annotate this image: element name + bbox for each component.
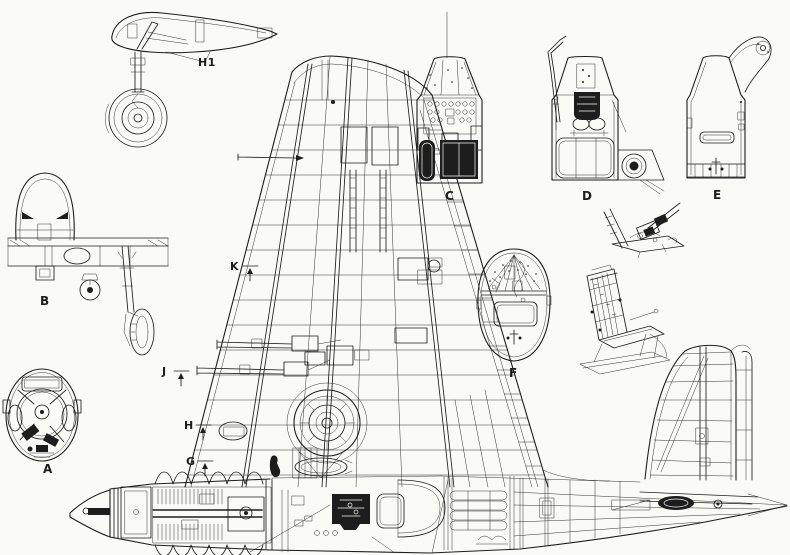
- fuselage-section-e-drawing: [686, 36, 772, 179]
- caption-b: B: [40, 294, 50, 308]
- tail-fin-drawing: [644, 344, 753, 481]
- fuselage-side-view-drawing: [69, 471, 788, 555]
- wing-section-h1-drawing: [105, 11, 278, 148]
- fuselage-section-d-drawing: [547, 35, 665, 195]
- caption-f: F: [509, 366, 518, 380]
- caption-a: A: [43, 462, 53, 476]
- station-marker-glyphs: [173, 265, 259, 477]
- station-marker-h: H: [184, 419, 194, 432]
- caption-h1: H1: [198, 56, 216, 69]
- fuselage-section-b-drawing: [7, 172, 169, 356]
- turret-section-f-drawing: [476, 248, 552, 362]
- pilot-seat-detail-drawing: [579, 264, 671, 375]
- gun-mount-detail-drawing: [603, 202, 685, 259]
- cockpit-section-c-drawing: [416, 11, 483, 184]
- caption-d: D: [582, 189, 593, 203]
- caption-c: C: [445, 189, 455, 203]
- caption-e: E: [713, 188, 722, 202]
- station-marker-j: J: [162, 365, 167, 378]
- engine-bay-section-a-drawing: [2, 368, 82, 462]
- station-marker-k: K: [230, 260, 240, 273]
- station-marker-g: G: [186, 455, 196, 468]
